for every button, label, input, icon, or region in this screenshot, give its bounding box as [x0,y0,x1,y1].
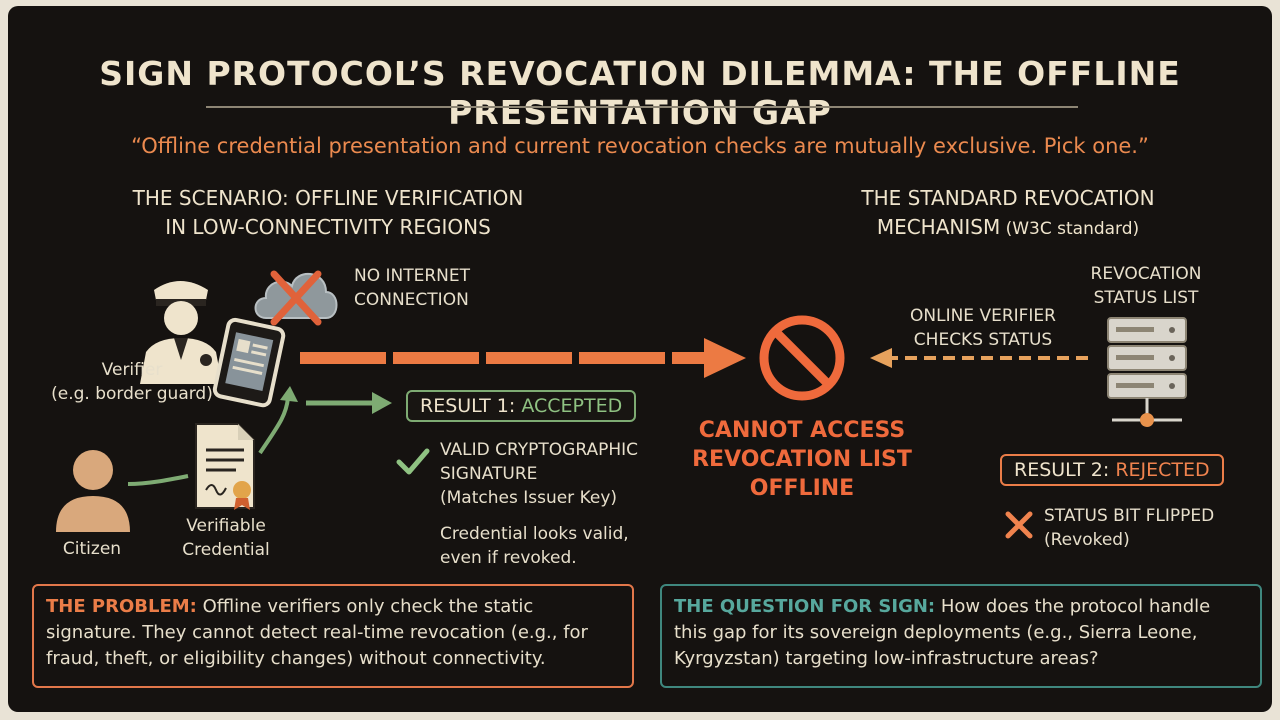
offline-arrow-head [704,338,746,378]
scenario-heading-line2: IN LOW-CONNECTIVITY REGIONS [165,215,491,239]
result1-note: Credential looks valid, even if revoked. [440,522,629,570]
verifier-label: Verifier (e.g. border guard) [44,358,220,406]
cannot-access-line3: OFFLINE [749,476,855,501]
tablet-icon [212,317,286,408]
problem-text: Offline verifiers only check the static … [46,596,588,669]
status-list-line2: STATUS LIST [1093,288,1199,308]
verifier-line1: Verifier [101,360,163,380]
no-internet-label: NO INTERNET CONNECTION [354,264,470,312]
question-text: How does the protocol handle this gap fo… [674,596,1211,669]
x-mark-icon [1005,511,1033,539]
result2-x-line1: STATUS BIT FLIPPED [1044,506,1215,526]
cannot-access-label: CANNOT ACCESS REVOCATION LIST OFFLINE [684,416,920,503]
citizen-icon [56,450,130,532]
mechanism-heading-line2: MECHANISM [876,215,1001,239]
infographic-board: SIGN PROTOCOL’S REVOCATION DILEMMA: THE … [8,6,1272,712]
cannot-access-line1: CANNOT ACCESS [698,418,906,443]
credential-line2: Credential [182,540,270,560]
online-verifier-line2: CHECKS STATUS [913,330,1053,350]
title-divider [206,106,1078,108]
server-icon [1107,317,1187,427]
citizen-credential-link [127,474,189,486]
result1-check-text: VALID CRYPTOGRAPHIC SIGNATURE (Matches I… [440,438,638,510]
result2-status: REJECTED [1115,459,1210,481]
result1-status: ACCEPTED [521,395,623,417]
online-check-arrow-head [870,348,892,368]
present-credential-curve [258,397,290,455]
question-heading: THE QUESTION FOR SIGN: [674,596,936,617]
result2-label: RESULT 2: [1014,459,1116,481]
problem-heading: THE PROBLEM: [46,596,197,617]
credential-label: Verifiable Credential [164,514,288,562]
problem-box: THE PROBLEM: Offline verifiers only chec… [32,584,634,688]
online-verifier-label: ONLINE VERIFIER CHECKS STATUS [888,304,1078,352]
result1-note-line2: even if revoked. [440,548,577,568]
result1-check-line2: SIGNATURE [440,464,538,484]
connector-layer [127,338,1088,486]
status-list-line1: REVOCATION [1090,264,1202,284]
online-verifier-line1: ONLINE VERIFIER [910,306,1056,326]
mechanism-heading-line1: THE STANDARD REVOCATION [861,186,1155,210]
result-accepted-badge: RESULT 1: ACCEPTED [406,390,637,422]
page-title: SIGN PROTOCOL’S REVOCATION DILEMMA: THE … [99,54,1181,132]
question-box: THE QUESTION FOR SIGN: How does the prot… [660,584,1262,688]
result1-note-line1: Credential looks valid, [440,524,629,544]
credential-document-icon [195,423,255,510]
result1-label: RESULT 1: [420,395,522,417]
cloud-offline-icon [254,270,338,326]
border-guard-icon [140,281,222,384]
verifier-line2: (e.g. border guard) [51,384,213,404]
citizen-label: Citizen [62,539,122,559]
result2-x-line2: (Revoked) [1044,530,1130,550]
mechanism-heading: THE STANDARD REVOCATION MECHANISM (W3C s… [830,184,1186,244]
present-credential-arrow-head [280,386,298,402]
result2-text: STATUS BIT FLIPPED (Revoked) [1044,504,1214,552]
result1-check-line3: (Matches Issuer Key) [440,488,618,508]
mechanism-heading-suffix: (W3C standard) [1000,219,1140,239]
scenario-heading: THE SCENARIO: OFFLINE VERIFICATION IN LO… [90,184,566,242]
scenario-heading-line1: THE SCENARIO: OFFLINE VERIFICATION [132,186,524,210]
status-list-label: REVOCATION STATUS LIST [1066,262,1226,310]
prohibited-icon [759,315,845,401]
cannot-access-line2: REVOCATION LIST [692,447,912,472]
no-internet-line2: CONNECTION [354,290,469,310]
check-icon [396,448,430,475]
quote: “Offline credential presentation and cur… [131,134,1149,158]
result1-check-line1: VALID CRYPTOGRAPHIC [440,440,638,460]
result-rejected-badge: RESULT 2: REJECTED [1000,454,1224,486]
no-internet-line1: NO INTERNET [354,266,471,286]
credential-line1: Verifiable [186,516,266,536]
accepted-arrow-head [372,392,392,414]
